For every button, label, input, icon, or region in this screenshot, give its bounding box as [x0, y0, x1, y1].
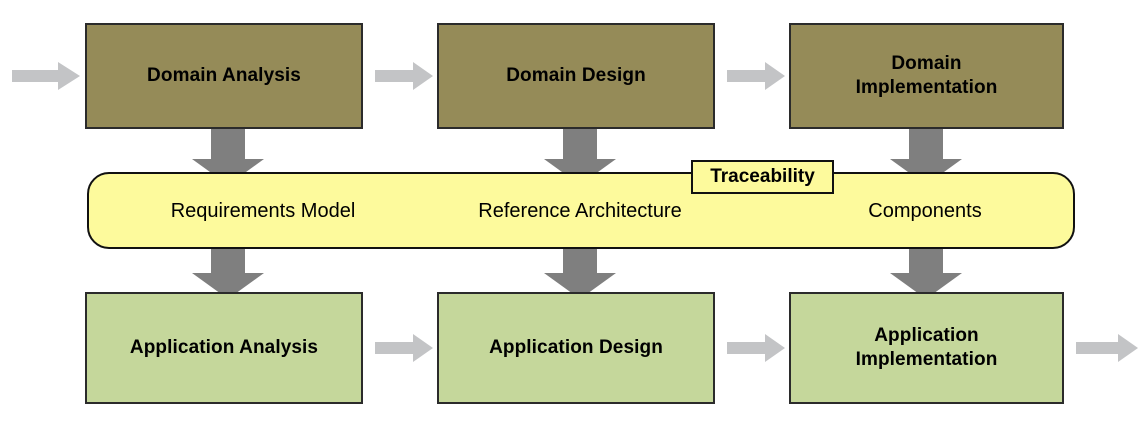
traceability-label: Traceability [710, 166, 815, 187]
core-assets-bar[interactable] [87, 172, 1075, 249]
derive-arrow-design-to-architecture-icon [544, 129, 616, 185]
exit-arrow-icon [1076, 334, 1138, 362]
application-implementation-box[interactable]: Application Implementation [789, 292, 1064, 404]
application-analysis-box[interactable]: Application Analysis [85, 292, 363, 404]
derive-arrow-architecture-to-app-design-icon [544, 243, 616, 299]
application-implementation-label-line2: Implementation [855, 349, 998, 370]
flow-arrow-application-design-to-implementation-icon [727, 334, 785, 362]
domain-analysis-box[interactable]: Domain Analysis [85, 23, 363, 129]
application-implementation-label: Application Implementation [856, 324, 998, 373]
domain-implementation-label-line1: Domain [891, 52, 962, 74]
traceability-badge[interactable]: Traceability [691, 160, 834, 194]
flow-arrow-domain-design-to-implementation-icon [727, 62, 785, 90]
entry-arrow-icon [12, 62, 80, 90]
domain-design-box[interactable]: Domain Design [437, 23, 715, 129]
domain-design-label: Domain Design [506, 64, 646, 86]
flow-arrow-application-analysis-to-design-icon [375, 334, 433, 362]
application-design-box[interactable]: Application Design [437, 292, 715, 404]
derive-arrow-implementation-to-components-icon [890, 129, 962, 185]
derive-arrow-components-to-app-implementation-icon [890, 243, 962, 299]
application-analysis-label: Application Analysis [129, 336, 319, 358]
asset-requirements-model-label: Requirements Model [170, 200, 356, 222]
domain-implementation-box[interactable]: Domain Implementation [789, 23, 1064, 129]
domain-implementation-label-line2: Implementation [855, 77, 998, 98]
application-design-label: Application Design [489, 336, 663, 358]
flow-arrow-domain-analysis-to-design-icon [375, 62, 433, 90]
derive-arrow-requirements-to-app-analysis-icon [192, 243, 264, 299]
application-implementation-label-line1: Application [874, 324, 979, 346]
domain-analysis-label: Domain Analysis [147, 64, 301, 86]
asset-reference-architecture-label: Reference Architecture [478, 200, 682, 222]
derive-arrow-analysis-to-requirements-icon [192, 129, 264, 185]
domain-implementation-label: Domain Implementation [856, 52, 998, 101]
asset-components-label: Components [868, 200, 982, 222]
